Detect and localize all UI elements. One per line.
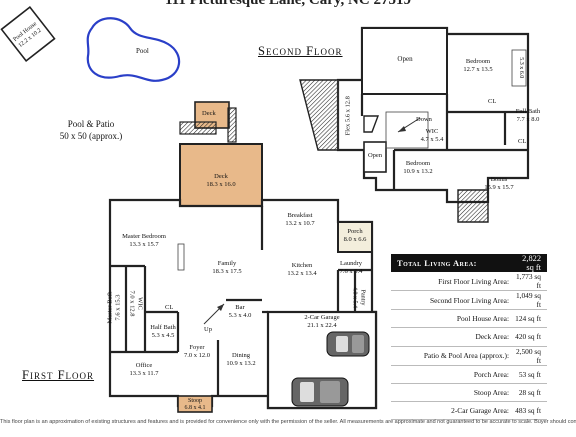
- deck-stairs: [179, 121, 217, 135]
- foyer-label: Foyer 7.0 x 12.0: [184, 344, 210, 359]
- attic-hatch-left: [299, 79, 339, 151]
- car-icon: [326, 331, 370, 357]
- first-wic-label: WIC 7.0 x 12.8: [129, 290, 144, 317]
- table-row: Stoop Area:28 sq ft: [391, 383, 547, 403]
- cl-lower-label: CL: [518, 138, 527, 145]
- garage-label: 2-Car Garage 21.1 x 22.4: [304, 314, 340, 329]
- small-vertical-dims-label: 5.3 x 6.0: [517, 57, 524, 79]
- dining-label: Dining 10.9 x 13.2: [226, 352, 256, 367]
- second-wic-label: WIC 4.7 x 5.4: [420, 128, 444, 143]
- table-row: Patio & Pool Area (approx.):2,500 sq ft: [391, 346, 547, 366]
- open-lower-label: Open: [367, 152, 383, 159]
- table-row: 2-Car Garage Area:483 sq ft: [391, 401, 547, 421]
- family-label: Family 18.3 x 17.5: [212, 260, 242, 275]
- table-row: Pool House Area:124 sq ft: [391, 309, 547, 329]
- pantry-label: Pantry 4.0 x 5.4: [352, 287, 366, 308]
- attic-hatch-right: [457, 189, 489, 223]
- table-row: Deck Area:420 sq ft: [391, 327, 547, 347]
- full-bath-label: Full Bath 7.7 x 8.0: [515, 108, 541, 123]
- bedroom-low-label: Bedroom 10.9 x 13.2: [403, 160, 433, 175]
- porch-shape: [337, 221, 373, 253]
- laundry-label: Laundry 7.6 x 5.4: [339, 260, 363, 275]
- bar-label: Bar 5.3 x 4.0: [228, 304, 252, 319]
- second-floor-outline: [299, 26, 530, 223]
- table-row: Second Floor Living Area:1,049 sq ft: [391, 290, 547, 310]
- total-living-area-label: Total Living Area:: [391, 254, 515, 272]
- pool-patio-label: Pool & Patio 50 x 50 (approx.): [59, 119, 123, 141]
- pool-house-shape: [0, 6, 56, 62]
- up-label: Up: [204, 326, 212, 333]
- upper-deck-label: Deck: [202, 110, 216, 117]
- pool-label: Pool: [136, 47, 149, 55]
- table-row: Porch Area:53 sq ft: [391, 365, 547, 384]
- cl-right-label: CL: [488, 98, 497, 105]
- second-floor-label: Second Floor: [258, 44, 343, 58]
- open-top-label: Open: [397, 55, 413, 63]
- open-area-top: [361, 27, 448, 95]
- first-cl-label: CL: [165, 304, 174, 311]
- bonus-label: Bonus 15.9 x 15.7: [484, 176, 514, 191]
- porch-label: Porch 8.0 x 6.6: [343, 228, 367, 243]
- flex-label: Flex 5.6 x 12.8: [344, 96, 352, 136]
- table-row: First Floor Living Area:1,773 sq ft: [391, 272, 547, 291]
- master-bath-label: Master Bath 7.6 x 15.3: [106, 291, 122, 324]
- total-living-area-row: Total Living Area: 2,822 sq ft: [391, 254, 547, 272]
- stoop-label: Stoop 6.8 x 4.1: [184, 398, 206, 411]
- down-label: Down: [416, 116, 432, 123]
- breakfast-label: Breakfast 13.2 x 10.7: [285, 212, 315, 227]
- deck-label: Deck 18.3 x 16.0: [206, 173, 236, 188]
- office-label: Office 13.3 x 11.7: [129, 362, 159, 377]
- pool-shape: [86, 17, 180, 82]
- kitchen-label: Kitchen 13.2 x 13.4: [287, 262, 317, 277]
- open-area-lower: [363, 141, 387, 173]
- deck-stairs-side: [227, 107, 237, 143]
- car-icon: [291, 377, 349, 407]
- open-cutout: [363, 115, 380, 133]
- page-title: 111 Picturesque Lane, Cary, NC 27519: [165, 0, 411, 8]
- total-living-area-value: 2,822 sq ft: [515, 254, 547, 272]
- bedroom-top-label: Bedroom 12.7 x 13.5: [463, 58, 493, 73]
- half-bath-label: Half Bath 5.3 x 4.5: [150, 324, 176, 339]
- first-floor-label: First Floor: [22, 368, 95, 382]
- disclaimer-footer: This floor plan is an approximation of e…: [0, 419, 576, 425]
- master-bedroom-label: Master Bedroom 13.3 x 15.7: [122, 233, 166, 248]
- stoop-shape: [177, 395, 213, 413]
- deck-shape: [179, 143, 263, 207]
- area-summary-table: Total Living Area: 2,822 sq ft First Flo…: [391, 254, 547, 421]
